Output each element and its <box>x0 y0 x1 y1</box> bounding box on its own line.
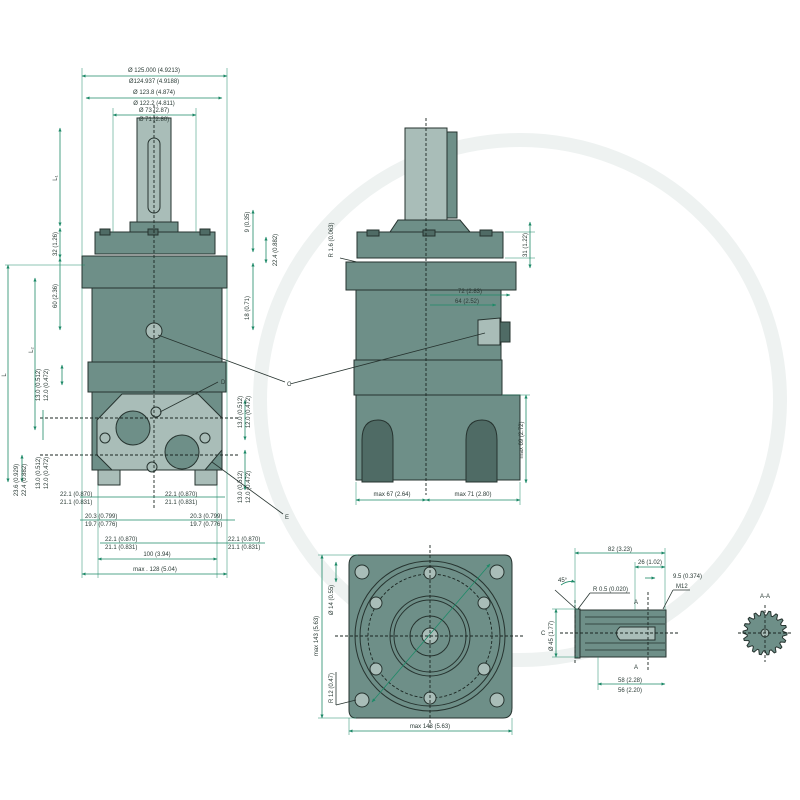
dim-12a: 12.0 (0.472) <box>44 369 50 401</box>
dim-22-1c-max: 22.1 (0.870) <box>105 537 137 543</box>
dim-r13a: 13.0 (0.512) <box>238 396 244 428</box>
dim-56: 56 (2.20) <box>618 688 642 694</box>
section-a-top: A <box>634 600 638 606</box>
dim-height-143: max 143 (5.63) <box>314 616 320 656</box>
dim-r12b: 12.0 (0.472) <box>246 471 252 503</box>
dim-100: 100 (3.94) <box>143 552 170 558</box>
dim-12b: 12.0 (0.472) <box>44 457 50 489</box>
dim-45-deg: 45° <box>558 578 568 584</box>
dim-67: max 67 (2.64) <box>373 492 410 498</box>
mount-hole <box>354 564 370 580</box>
mount-hole <box>489 564 505 580</box>
flange-view: max 143 (5.63) Ø 14 (0.55) R 12 (0.47) m… <box>314 545 525 735</box>
dim-9: 9 (0.35) <box>245 212 251 233</box>
dim-dia-mid-min: Ø 122.2 (4.811) <box>133 101 175 107</box>
dim-width-143: max 143 (5.63) <box>410 724 450 730</box>
dim-r12: R 12 (0.47) <box>329 673 335 703</box>
mounting-flange <box>345 261 517 291</box>
dim-dia-14: Ø 14 (0.55) <box>329 585 335 615</box>
dim-64: 64 (2.52) <box>455 299 479 305</box>
dim-dia-45: Ø 45 (1.77) <box>549 621 555 651</box>
dim-18: 18 (0.71) <box>245 296 251 320</box>
dim-60: 60 (2.36) <box>53 284 59 308</box>
dim-dia-outer-max: Ø 125.000 (4.9213) <box>128 68 180 74</box>
housing <box>355 289 502 361</box>
watermark <box>253 133 787 667</box>
gear-section <box>87 361 227 393</box>
callout-d: D <box>221 380 226 386</box>
dim-22-1b-min: 21.1 (0.831) <box>165 500 197 506</box>
section-a-a: A-A <box>738 594 792 662</box>
dim-r1-6: R 1.6 (0.063) <box>329 222 335 257</box>
dim-71: max 71 (2.80) <box>454 492 491 498</box>
dim-r12a: 12.0 (0.472) <box>246 396 252 428</box>
mounting-flange <box>81 255 228 289</box>
dim-13a: 13.0 (0.512) <box>36 369 42 401</box>
dim-22-4a: 22.4 (0.882) <box>22 464 28 496</box>
dim-9-5: 9.5 (0.374) <box>673 574 702 580</box>
threaded-hole <box>616 626 656 641</box>
dim-20-3a-min: 19.7 (0.776) <box>85 522 117 528</box>
port-a <box>115 410 151 446</box>
dim-72: 72 (2.83) <box>458 289 482 295</box>
dim-r13b: 13.0 (0.512) <box>238 471 244 503</box>
port-plate <box>96 393 223 471</box>
gear-section <box>353 359 503 396</box>
dim-dia-inner-max: Ø 73 (2.87) <box>139 108 169 114</box>
dim-22-4: 22.4 (0.882) <box>273 234 279 266</box>
dim-31: 31 (1.22) <box>523 233 529 257</box>
port-b <box>164 434 200 470</box>
drain-fitting <box>477 317 501 346</box>
dim-22-1d-max: 22.1 (0.870) <box>228 537 260 543</box>
mount-hole <box>354 692 370 708</box>
side-view: 31 (1.22) R 1.6 (0.063) 72 (2.83) 64 (2.… <box>289 118 535 505</box>
dim-32: 32 (1.26) <box>53 232 59 256</box>
dim-20-3a-max: 20.3 (0.799) <box>85 514 117 520</box>
dim-dia-mid-max: Ø 123.8 (4.874) <box>133 90 175 96</box>
thread-m12: M12 <box>676 584 688 590</box>
dim-22-1b-max: 22.1 (0.870) <box>165 492 197 498</box>
dim-82: 82 (3.23) <box>608 547 632 553</box>
callout-e: E <box>285 515 289 521</box>
callout-c: C <box>287 382 292 388</box>
section-title: A-A <box>760 594 770 600</box>
dim-r0-5: R 0.5 (0.020) <box>593 587 628 593</box>
dim-22-1d-min: 21.1 (0.831) <box>228 545 260 551</box>
dim-l2: L₂ <box>29 346 35 352</box>
dim-26: 26 (1.02) <box>638 560 662 566</box>
dim-58: 58 (2.28) <box>618 678 642 684</box>
shaft-detail: 82 (3.23) 26 (1.02) 9.5 (0.374) M12 R 0.… <box>541 547 702 694</box>
dim-128: max . 128 (5.04) <box>133 567 177 573</box>
dim-20-3b-max: 20.3 (0.799) <box>190 514 222 520</box>
label-c: C <box>541 631 546 637</box>
dim-dia-outer-min: Ø124.937 (4.9188) <box>129 79 179 85</box>
dim-23-6: 23.6 (0.929) <box>14 464 20 496</box>
section-a-bottom: A <box>634 665 638 671</box>
dim-dia-inner-min: Ø 71 (2.80) <box>139 117 169 123</box>
dim-22-1a-max: 22.1 (0.870) <box>60 492 92 498</box>
dim-69: max 69 (2.72) <box>519 421 525 458</box>
dim-22-1c-min: 21.1 (0.831) <box>105 545 137 551</box>
mount-hole <box>489 692 505 708</box>
dim-13b: 13.0 (0.512) <box>36 457 42 489</box>
dim-20-3b-min: 19.7 (0.776) <box>190 522 222 528</box>
dim-l1: L₁ <box>53 175 59 180</box>
dim-l: L <box>2 373 8 377</box>
dim-22-1a-min: 21.1 (0.831) <box>60 500 92 506</box>
front-view: Ø 125.000 (4.9213) Ø124.937 (4.9188) Ø 1… <box>2 68 292 578</box>
